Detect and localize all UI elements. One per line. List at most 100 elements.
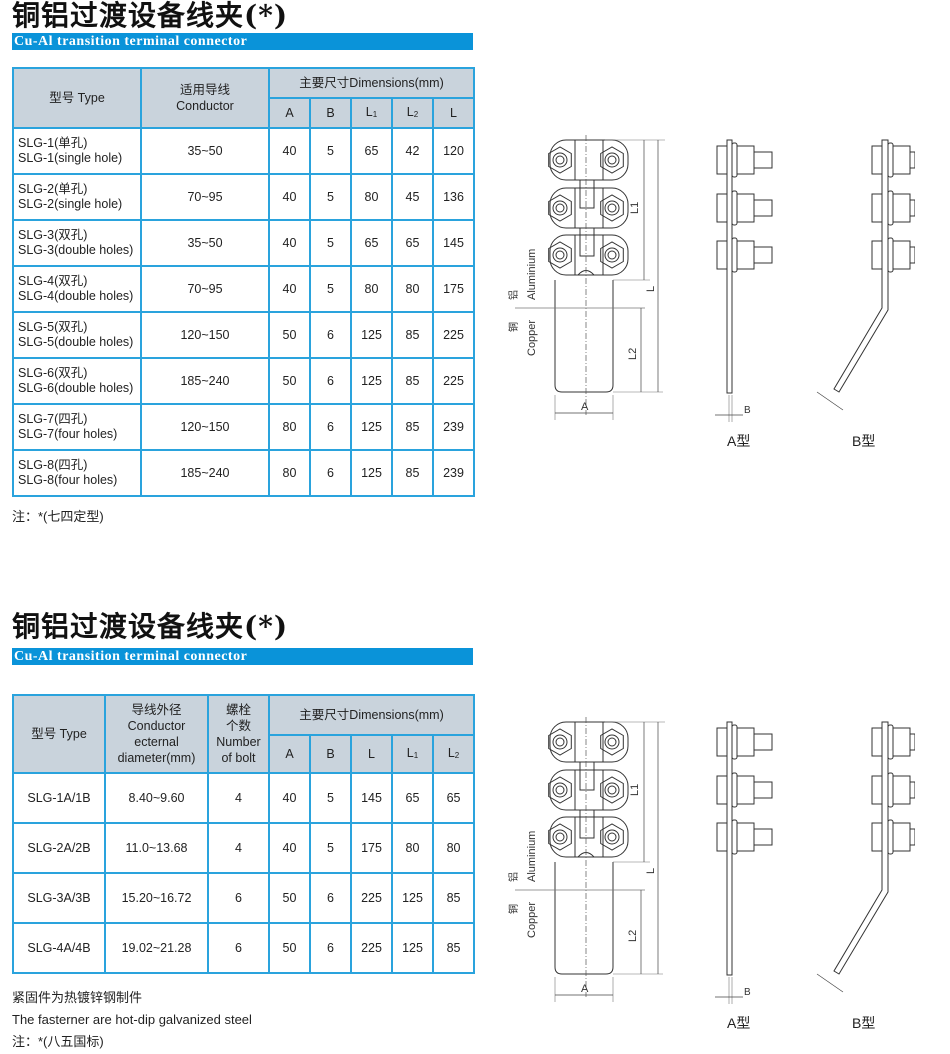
cell-type: SLG-2A/2B <box>12 822 106 874</box>
cell-L1: 80 <box>391 822 434 874</box>
cell-L: 225 <box>431 357 476 405</box>
nut-icon <box>716 240 728 270</box>
nut-icon <box>716 775 728 805</box>
cell-L: 145 <box>431 219 476 267</box>
cell-bolts: 4 <box>207 822 270 874</box>
cell-conductor: 185~240 <box>140 357 270 405</box>
cell-B: 6 <box>309 872 352 924</box>
hex-bolt-icon <box>548 194 572 222</box>
hex-bolt-icon <box>600 194 624 222</box>
section1-note: 注：*(七四定型) <box>12 509 104 524</box>
cell-B: 5 <box>309 772 352 824</box>
cell-bolts: 6 <box>207 922 270 974</box>
cell-type: SLG-4A/4B <box>12 922 106 974</box>
header-L1: L1 <box>391 734 434 774</box>
dim-L-label: L <box>645 286 657 292</box>
cell-A: 40 <box>268 265 311 313</box>
cell-B: 5 <box>309 173 352 221</box>
nut-icon <box>716 727 728 757</box>
cell-conductor: 35~50 <box>140 127 270 175</box>
cell-L1: 125 <box>391 872 434 924</box>
cell-diameter: 11.0~13.68 <box>104 822 209 874</box>
cell-L: 225 <box>350 872 393 924</box>
cell-L: 175 <box>431 265 476 313</box>
nut-icon <box>716 193 728 223</box>
hex-bolt-icon <box>548 728 572 756</box>
cell-L2: 65 <box>431 772 476 824</box>
cell-L: 239 <box>431 449 476 497</box>
cell-L1: 125 <box>350 449 393 497</box>
dim-L1-label: L1 <box>629 202 641 214</box>
cell-bolts: 4 <box>207 772 270 824</box>
hex-bolt-icon <box>548 776 572 804</box>
copper-label: Copper <box>526 902 538 938</box>
front-view <box>515 135 665 420</box>
type-a-label: A型 <box>727 1015 750 1031</box>
cell-L2: 85 <box>391 311 434 359</box>
cell-L2: 80 <box>391 265 434 313</box>
cell-L1: 80 <box>350 265 393 313</box>
cell-A: 40 <box>268 127 311 175</box>
aluminium-label: Aluminium <box>526 249 538 300</box>
hex-bolt-icon <box>600 728 624 756</box>
header-L: L <box>350 734 393 774</box>
cell-A: 40 <box>268 219 311 267</box>
cell-L2: 45 <box>391 173 434 221</box>
section2-title: 铜铝过渡设备线夹(*) <box>12 610 289 643</box>
cell-L1: 125 <box>350 403 393 451</box>
cell-conductor: 70~95 <box>140 265 270 313</box>
cell-A: 80 <box>268 403 311 451</box>
hex-bolt-icon <box>548 823 572 851</box>
section2-note-cn: 紧固件为热镀锌钢制件 <box>12 990 143 1005</box>
cell-L1: 125 <box>391 922 434 974</box>
cell-A: 50 <box>268 311 311 359</box>
cell-L: 239 <box>431 403 476 451</box>
cell-type: SLG-4(双孔)SLG-4(double holes) <box>12 265 142 313</box>
cell-L2: 80 <box>431 822 476 874</box>
header-A: A <box>268 734 311 774</box>
cell-A: 50 <box>268 357 311 405</box>
header-dimensions: 主要尺寸Dimensions(mm) <box>267 67 476 99</box>
cell-B: 6 <box>309 357 352 405</box>
header-L2: L2 <box>431 734 476 774</box>
hex-bolt-icon <box>548 241 572 269</box>
cell-conductor: 185~240 <box>140 449 270 497</box>
cell-A: 80 <box>268 449 311 497</box>
type-a-label: A型 <box>727 433 750 449</box>
section2-note-en: The fasterner are hot-dip galvanized ste… <box>12 1012 252 1027</box>
cell-B: 6 <box>309 311 352 359</box>
dim-B-label: B <box>744 405 751 416</box>
nut-icon <box>716 822 728 852</box>
cell-L1: 65 <box>391 772 434 824</box>
cell-L1: 80 <box>350 173 393 221</box>
cell-L2: 85 <box>431 872 476 924</box>
copper-label: Copper <box>526 320 538 356</box>
hex-bolt-icon <box>600 823 624 851</box>
cell-B: 5 <box>309 822 352 874</box>
dim-L-label: L <box>645 868 657 874</box>
header-A: A <box>268 97 311 129</box>
cell-L: 120 <box>431 127 476 175</box>
dim-L1-label: L1 <box>629 784 641 796</box>
cell-L2: 85 <box>431 922 476 974</box>
cell-type: SLG-1A/1B <box>12 772 106 824</box>
cell-B: 5 <box>309 127 352 175</box>
nut-icon <box>716 145 728 175</box>
cell-L1: 65 <box>350 127 393 175</box>
cell-type: SLG-5(双孔)SLG-5(double holes) <box>12 311 142 359</box>
cell-diameter: 8.40~9.60 <box>104 772 209 824</box>
copper-cn-label: 铜 <box>508 904 520 914</box>
